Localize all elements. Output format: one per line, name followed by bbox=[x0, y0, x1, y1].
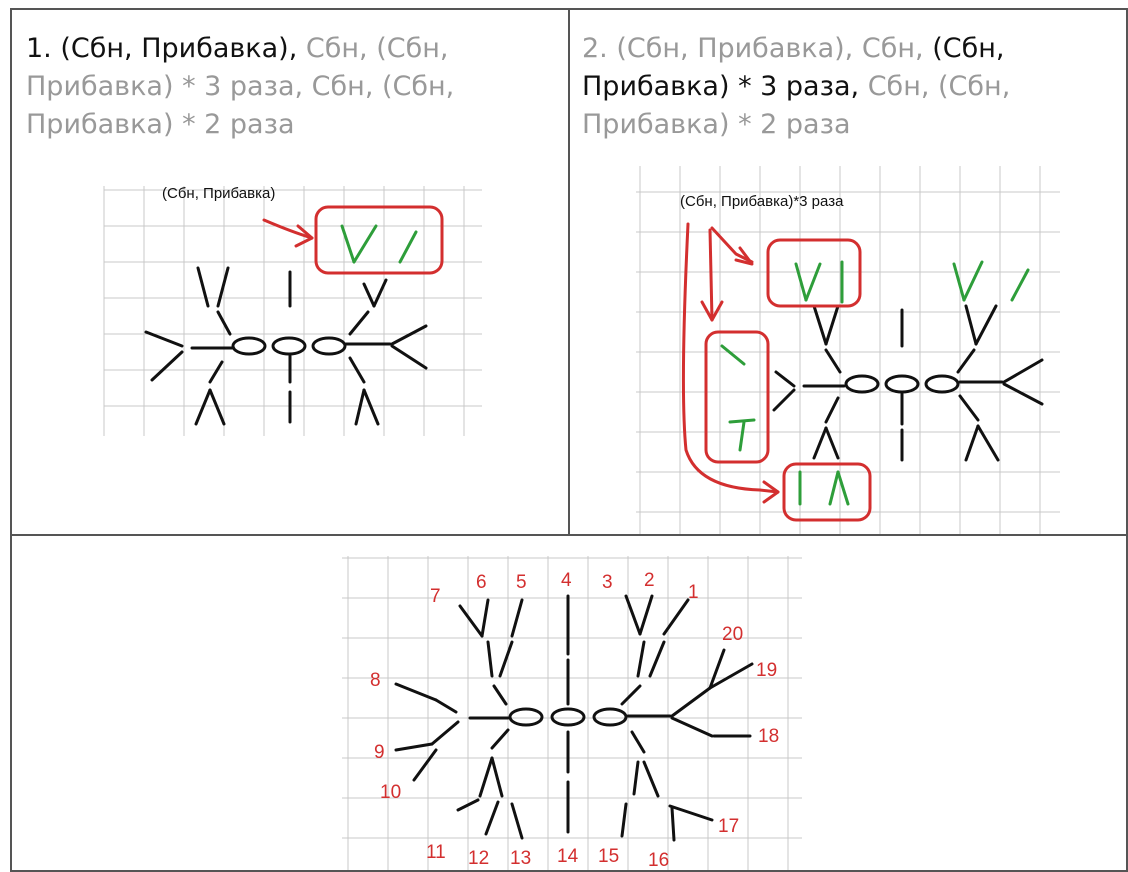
number-14: 14 bbox=[557, 846, 579, 867]
caption-1-rest: Сбн, (Сбн, Прибавка) * 3 раза, Сбн, (Сбн… bbox=[26, 33, 455, 140]
number-6: 6 bbox=[476, 572, 487, 593]
caption-1-number: 1. bbox=[26, 33, 52, 64]
number-17: 17 bbox=[718, 816, 739, 837]
number-9: 9 bbox=[374, 742, 385, 763]
number-5: 5 bbox=[516, 572, 527, 593]
panel-step-2: 2. (Сбн, Прибавка), Сбн, (Сбн, Прибавка)… bbox=[568, 8, 1128, 536]
new-stitches-1 bbox=[340, 224, 418, 264]
highlight-box-1 bbox=[262, 205, 444, 275]
panel-2-diagram: (Сбн, Прибавка)*3 раза bbox=[636, 166, 1060, 534]
stitch-numbers: 1 2 3 4 5 6 7 8 9 10 11 12 13 14 15 16 1… bbox=[370, 570, 779, 871]
stitches-3 bbox=[394, 594, 754, 842]
panel-2-label: (Сбн, Прибавка)*3 раза bbox=[680, 193, 844, 210]
panel-3-diagram: 1 2 3 4 5 6 7 8 9 10 11 12 13 14 15 16 1… bbox=[342, 556, 802, 871]
panel-1-caption: 1. (Сбн, Прибавка), Сбн, (Сбн, Прибавка)… bbox=[26, 30, 556, 144]
number-11: 11 bbox=[426, 842, 446, 863]
number-15: 15 bbox=[598, 846, 619, 867]
number-4: 4 bbox=[561, 570, 572, 591]
stitches-2 bbox=[772, 304, 1044, 462]
grid-1 bbox=[103, 186, 482, 436]
caption-1-highlight: (Сбн, Прибавка), bbox=[60, 33, 298, 64]
stitches-1 bbox=[144, 266, 428, 426]
grid-2 bbox=[636, 166, 1060, 534]
caption-2-rest: Сбн, (Сбн, Прибавка) * 2 раза bbox=[582, 71, 1011, 140]
highlight-boxes-2 bbox=[681, 222, 872, 522]
number-10: 10 bbox=[380, 782, 401, 803]
caption-2-pre: 2. (Сбн, Прибавка), Сбн, bbox=[582, 33, 924, 64]
number-3: 3 bbox=[602, 572, 613, 593]
panel-numbered-diagram: 1 2 3 4 5 6 7 8 9 10 11 12 13 14 15 16 1… bbox=[10, 534, 1128, 872]
number-16: 16 bbox=[648, 850, 669, 871]
number-2: 2 bbox=[644, 570, 655, 591]
number-13: 13 bbox=[510, 848, 531, 869]
number-7: 7 bbox=[430, 586, 441, 607]
number-18: 18 bbox=[758, 726, 779, 747]
number-20: 20 bbox=[722, 624, 743, 645]
number-19: 19 bbox=[756, 660, 777, 681]
panel-2-caption: 2. (Сбн, Прибавка), Сбн, (Сбн, Прибавка)… bbox=[582, 30, 1118, 144]
number-1: 1 bbox=[688, 582, 699, 603]
panel-step-1: 1. (Сбн, Прибавка), Сбн, (Сбн, Прибавка)… bbox=[10, 8, 570, 536]
number-12: 12 bbox=[468, 848, 489, 869]
new-stitches-2 bbox=[720, 260, 1030, 506]
panel-1-diagram: (Сбн, Прибавка) bbox=[103, 185, 482, 436]
caption-2-highlight: (Сбн, Прибавка) * 3 раза, bbox=[582, 33, 1005, 102]
panel-1-label: (Сбн, Прибавка) bbox=[162, 185, 275, 202]
number-8: 8 bbox=[370, 670, 381, 691]
